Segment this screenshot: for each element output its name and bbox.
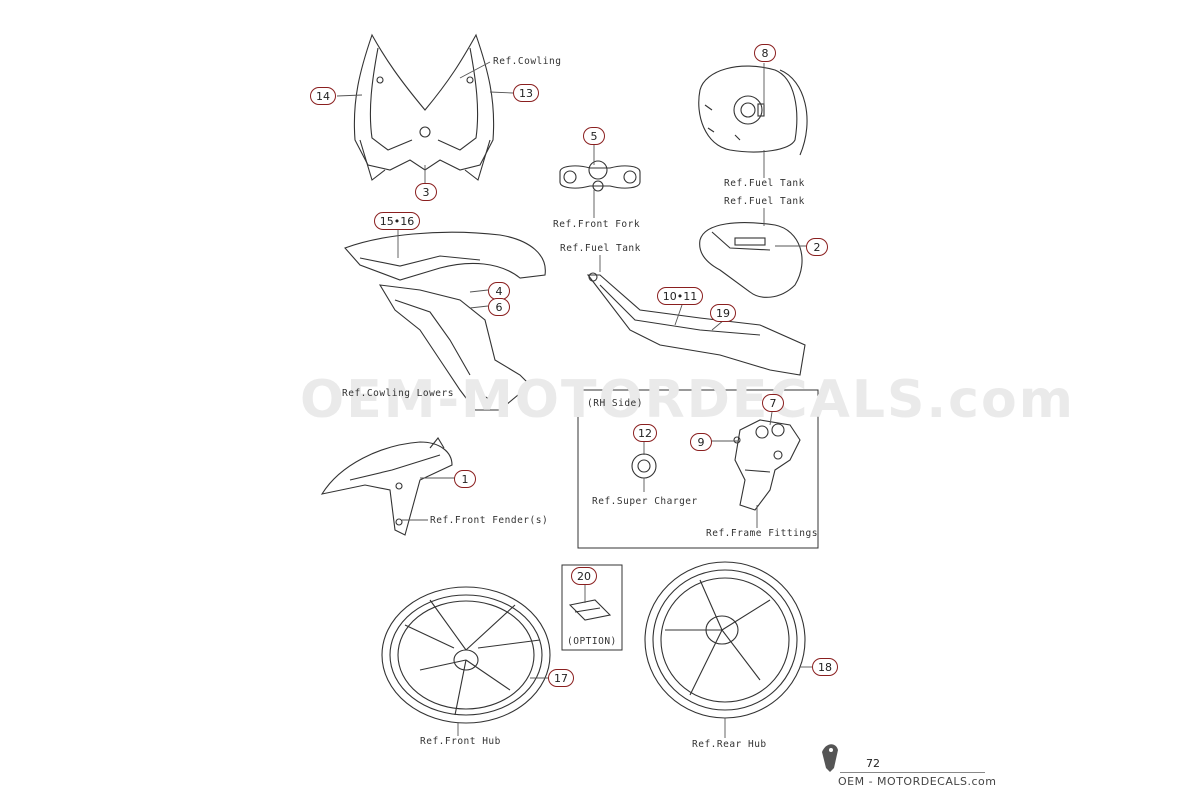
ref-cowling: Ref.Cowling (493, 56, 562, 67)
callout-1: 1 (454, 470, 476, 488)
super-charger-drawing (631, 453, 657, 479)
ref-fuel-tank-top: Ref.Fuel Tank (724, 178, 805, 189)
option-sticker-drawing (568, 599, 612, 621)
fuel-tank-side-drawing (699, 222, 803, 298)
ref-front-hub: Ref.Front Hub (420, 736, 501, 747)
option-box (561, 564, 623, 651)
callout-3: 3 (415, 183, 437, 201)
leader-lines (336, 61, 812, 738)
brand-bird-icon (822, 744, 838, 772)
callout-19: 19 (710, 304, 736, 322)
brand-text: OEM - MOTORDECALS.com (838, 775, 997, 788)
ref-front-fenders: Ref.Front Fender(s) (430, 515, 549, 526)
ref-cowling-lowers: Ref.Cowling Lowers (342, 388, 454, 399)
middle-fairing-drawing (344, 231, 546, 411)
callout-17: 17 (548, 669, 574, 687)
callout-10-11: 10•11 (657, 287, 703, 305)
rh-side-box (577, 389, 819, 549)
option-label: (OPTION) (567, 636, 617, 647)
callout-18: 18 (812, 658, 838, 676)
callout-8: 8 (754, 44, 776, 62)
fuel-tank-top-drawing (698, 65, 808, 156)
ref-super-charger: Ref.Super Charger (592, 496, 698, 507)
ref-fuel-tank-mid: Ref.Fuel Tank (724, 196, 805, 207)
front-fender-drawing (320, 437, 453, 536)
ref-frame-fittings: Ref.Frame Fittings (706, 528, 818, 539)
page-number: 72 (866, 757, 880, 770)
callout-2: 2 (806, 238, 828, 256)
callout-5: 5 (583, 127, 605, 145)
footer-divider (840, 772, 985, 773)
callout-6: 6 (488, 298, 510, 316)
ref-rear-hub: Ref.Rear Hub (692, 739, 767, 750)
upper-cowling-drawing (353, 33, 495, 181)
callout-9: 9 (690, 433, 712, 451)
tail-cowl-drawing (586, 272, 806, 376)
callout-13: 13 (513, 84, 539, 102)
rear-wheel-drawing (644, 561, 806, 719)
rh-side-label: (RH Side) (587, 398, 643, 409)
ref-front-fork: Ref.Front Fork (553, 219, 641, 230)
callout-12: 12 (633, 424, 657, 442)
ref-fuel-tank-left: Ref.Fuel Tank (560, 243, 641, 254)
watermark-text: OEM-MOTORDECALS.com (300, 370, 1075, 430)
front-wheel-drawing (381, 586, 551, 724)
callout-15-16: 15•16 (374, 212, 420, 230)
frame-fittings-drawing (733, 419, 801, 511)
callout-20: 20 (571, 567, 597, 585)
callout-14: 14 (310, 87, 336, 105)
callout-7: 7 (762, 394, 784, 412)
front-fork-clamp-drawing (559, 160, 641, 192)
